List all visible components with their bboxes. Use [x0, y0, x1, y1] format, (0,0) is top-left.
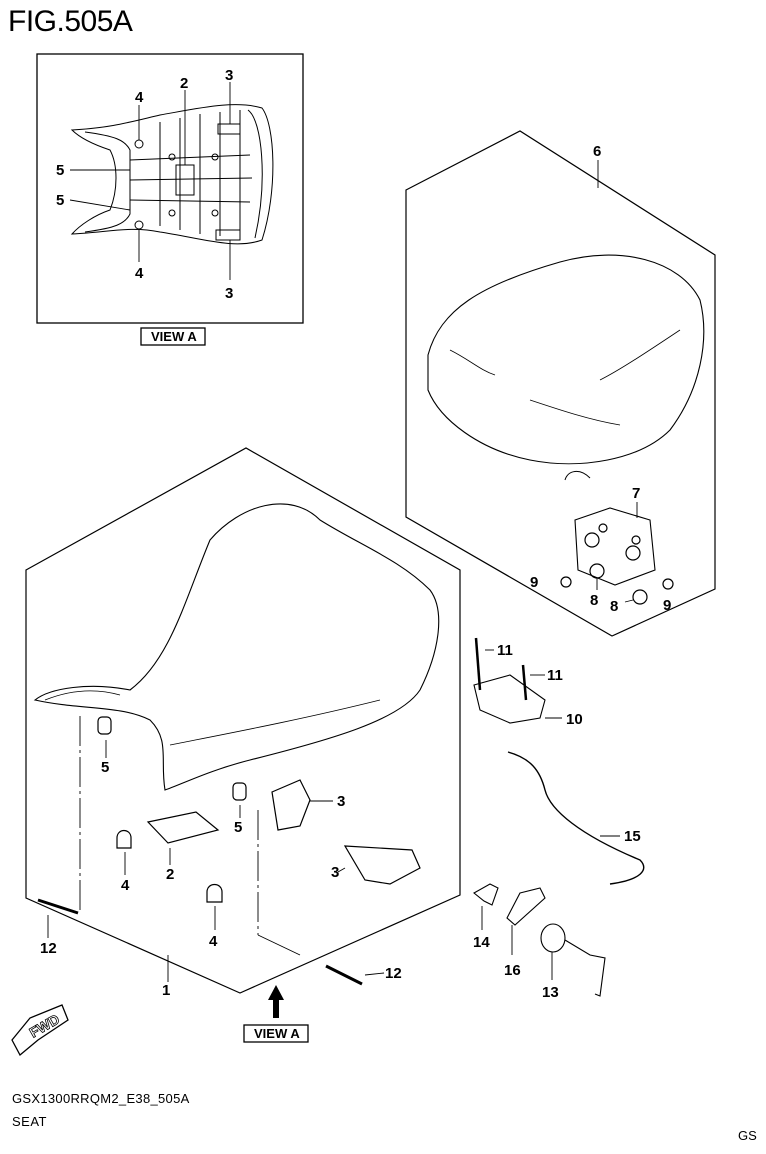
lock-parts: 11 11 10 15 14 16 13	[473, 637, 645, 1001]
callout-8-right: 8	[610, 598, 618, 615]
callout-inset-3-bottom: 3	[225, 285, 233, 302]
callout-11-top: 11	[497, 642, 513, 659]
fwd-indicator: FWD	[11, 1004, 69, 1057]
bolt-12-right	[325, 964, 363, 986]
inset-frame	[36, 53, 304, 324]
callout-8-left: 8	[590, 592, 598, 609]
callout-4-upper: 4	[121, 877, 130, 894]
callout-2: 2	[166, 866, 174, 883]
bolt-11-top	[474, 637, 482, 691]
guide-16	[506, 887, 546, 926]
callout-1: 1	[162, 982, 170, 999]
callout-15: 15	[624, 828, 641, 845]
view-a-inset: 2 3 3 4 4 5 5 VIEW A	[36, 53, 304, 346]
view-a-inset-label-box	[140, 327, 206, 346]
seat-group: 5 5 3 3 4 2 4 12 12 1	[25, 447, 461, 999]
callout-inset-3-top: 3	[225, 67, 233, 84]
view-a-arrow-label-box	[243, 1024, 309, 1043]
cable-15	[507, 751, 645, 885]
callout-inset-5-top: 5	[56, 162, 64, 179]
passenger-seat-cover	[427, 254, 705, 465]
callout-7: 7	[632, 485, 640, 502]
group-1-outline	[25, 447, 461, 994]
grommet-8-right	[632, 589, 648, 605]
fwd-arrow-icon	[11, 1004, 69, 1057]
callout-inset-4-bottom: 4	[135, 265, 144, 282]
cushion-4-lower	[206, 883, 223, 903]
callout-9-left: 9	[530, 574, 538, 591]
callout-14: 14	[473, 934, 490, 951]
seat-leader-lines	[47, 716, 385, 982]
rider-seat	[33, 503, 440, 791]
callout-12-left: 12	[40, 940, 57, 957]
view-a-inset-label: VIEW A	[151, 329, 197, 344]
bracket-3-lower	[343, 845, 421, 885]
document-name: SEAT	[12, 1114, 47, 1129]
callout-inset-4-top: 4	[135, 89, 144, 106]
bolt-12-left	[37, 898, 79, 915]
seat-lock-10	[473, 674, 546, 724]
callout-5-left: 5	[101, 759, 109, 776]
callout-4-lower: 4	[209, 933, 218, 950]
callout-12-right: 12	[385, 965, 402, 982]
damper-5-mid	[232, 782, 247, 801]
nut-9-left	[560, 576, 572, 588]
figure-title: FIG.505A	[8, 5, 133, 38]
callout-5-mid: 5	[234, 819, 242, 836]
cushion-4-upper	[116, 829, 132, 849]
inset-leader-lines	[69, 82, 231, 280]
callout-inset-2: 2	[180, 75, 188, 92]
callout-9-right: 9	[663, 597, 671, 614]
grommet-8-left	[589, 563, 605, 579]
bracket-3-upper	[271, 779, 311, 831]
group-6-outline	[405, 130, 716, 637]
bolt-11-right	[521, 664, 528, 701]
view-a-arrow: VIEW A	[243, 985, 309, 1043]
seat-underside-drawing	[70, 104, 274, 245]
callout-inset-5-bottom: 5	[56, 192, 64, 209]
damper-5-left	[97, 716, 112, 735]
callout-10: 10	[566, 711, 583, 728]
lock-cylinder-13	[540, 923, 566, 953]
callout-13: 13	[542, 984, 559, 1001]
callout-16: 16	[504, 962, 521, 979]
seat-bracket-7	[574, 507, 656, 586]
nut-9-right	[662, 578, 674, 590]
callout-3-lower: 3	[331, 864, 339, 881]
clip-14	[473, 883, 499, 906]
corner-code: GS	[738, 1128, 757, 1143]
callout-3-upper: 3	[337, 793, 345, 810]
callout-6: 6	[593, 143, 601, 160]
seat-cover-group: 6 7 9 8 8 9	[405, 130, 716, 637]
up-arrow-icon	[268, 985, 284, 1018]
callout-11-right: 11	[547, 667, 563, 684]
view-a-arrow-label: VIEW A	[254, 1026, 300, 1041]
tape-2	[146, 811, 220, 844]
document-code: GSX1300RRQM2_E38_505A	[12, 1091, 190, 1106]
